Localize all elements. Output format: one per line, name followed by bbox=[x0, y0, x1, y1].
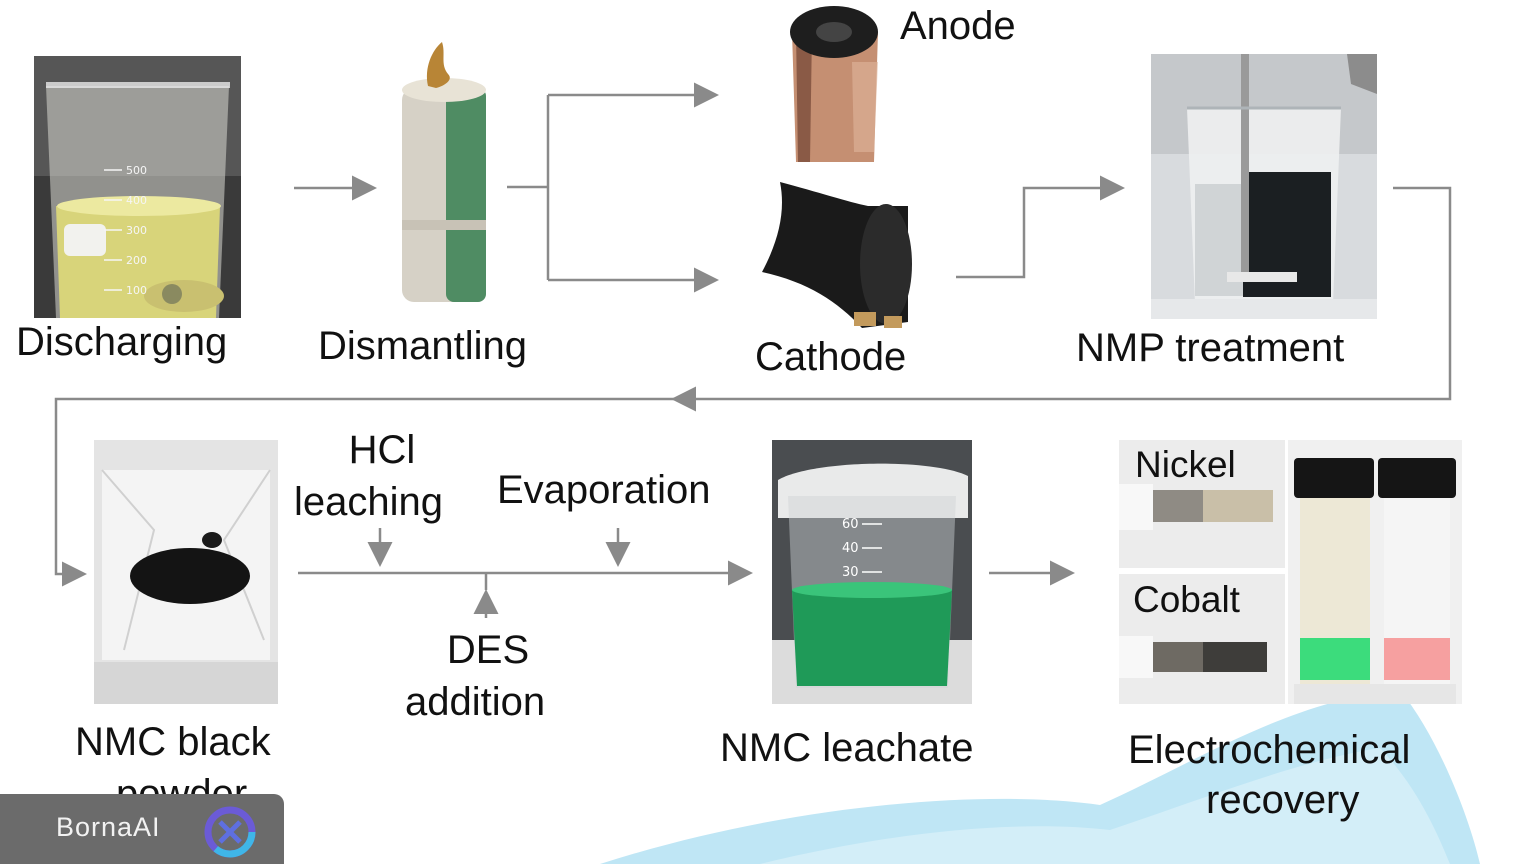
cathode-illustration bbox=[762, 182, 912, 328]
nmp-beaker-photo bbox=[1151, 54, 1377, 319]
anode-illustration bbox=[790, 6, 878, 162]
label-hcl: HCl bbox=[348, 428, 416, 472]
battery-illustration bbox=[402, 42, 486, 302]
leachate-mark-40: 40 bbox=[842, 541, 859, 556]
label-cobalt: Cobalt bbox=[1133, 579, 1240, 620]
arrow-cathode-to-nmp bbox=[956, 175, 1125, 279]
beaker-mark-200: 200 bbox=[126, 254, 147, 267]
battery-cell-photo bbox=[398, 40, 494, 310]
label-des: DES bbox=[446, 628, 530, 672]
vials-photo bbox=[1288, 440, 1462, 704]
beaker-mark-300: 300 bbox=[126, 224, 147, 237]
arrow-nmp-return bbox=[678, 186, 1452, 401]
cathode-sheet-photo bbox=[758, 182, 916, 334]
beaker-mark-100: 100 bbox=[126, 284, 147, 297]
arrow-return-to-powder bbox=[54, 397, 678, 587]
beaker-mark-400: 400 bbox=[126, 194, 147, 207]
beaker-illustration: 500 400 300 200 100 bbox=[34, 56, 241, 318]
label-evaporation: Evaporation bbox=[497, 468, 711, 512]
watermark-text: BornaAI bbox=[56, 812, 161, 842]
anode-roll-photo bbox=[782, 2, 888, 170]
label-electrochemical: Electrochemical bbox=[1128, 728, 1411, 772]
discharging-beaker-photo: 500 400 300 200 100 bbox=[34, 56, 241, 318]
electrodes-illustration bbox=[1119, 440, 1285, 704]
label-recovery: recovery bbox=[1206, 778, 1360, 822]
label-nmc-black: NMC black bbox=[75, 720, 271, 764]
label-nmc-leachate: NMC leachate bbox=[720, 726, 974, 770]
label-anode: Anode bbox=[900, 4, 1016, 48]
beaker-mark-500: 500 bbox=[126, 164, 147, 177]
watermark-badge: BornaAI bbox=[0, 794, 284, 864]
label-nmp-treatment: NMP treatment bbox=[1076, 326, 1345, 370]
electrodes-photo bbox=[1119, 440, 1285, 704]
label-discharging: Discharging bbox=[16, 320, 228, 364]
label-cathode: Cathode bbox=[755, 335, 907, 379]
label-addition: addition bbox=[405, 680, 546, 724]
leachate-beaker-photo: 60 40 30 bbox=[772, 440, 972, 704]
label-leaching: leaching bbox=[294, 480, 444, 524]
label-nickel: Nickel bbox=[1135, 444, 1236, 485]
black-powder-photo bbox=[94, 440, 278, 704]
leachate-mark-60: 60 bbox=[842, 517, 859, 532]
label-dismantling: Dismantling bbox=[318, 324, 527, 368]
leachate-illustration: 60 40 30 bbox=[772, 440, 972, 704]
watermark-logo-icon bbox=[204, 806, 256, 858]
powder-illustration bbox=[94, 440, 278, 704]
leachate-mark-30: 30 bbox=[842, 565, 859, 580]
vials-illustration bbox=[1294, 458, 1456, 704]
nmp-illustration bbox=[1151, 54, 1377, 319]
